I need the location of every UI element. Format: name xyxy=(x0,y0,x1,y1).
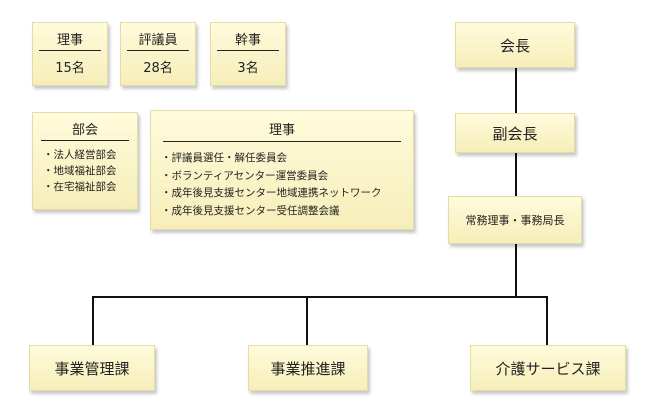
division-label: 介護サービス課 xyxy=(495,359,601,378)
list-item: ・ボランティアセンター運営委員会 xyxy=(161,169,329,182)
count-title: 幹事 xyxy=(234,33,261,48)
chair-box: 会長 xyxy=(455,22,575,68)
connector-bus-division-3 xyxy=(546,296,548,345)
division-box-3: 介護サービス課 xyxy=(470,345,626,391)
riji-list: ・評議員選任・解任委員会 ・ボランティアセンター運営委員会 ・成年後見支援センタ… xyxy=(161,150,382,220)
count-box-kanji: 幹事 3名 xyxy=(210,22,286,86)
count-title: 理事 xyxy=(56,33,83,48)
chair-label: 会長 xyxy=(499,36,530,55)
list-item: ・成年後見支援センター受任調整会議 xyxy=(161,204,340,217)
connector-bus-division-1 xyxy=(92,296,94,345)
count-box-hyogiin: 評議員 28名 xyxy=(120,22,196,86)
divider xyxy=(41,140,129,141)
list-item: ・評議員選任・解任委員会 xyxy=(161,152,287,164)
connector-bus-division-2 xyxy=(306,296,308,345)
count-box-riji: 理事 15名 xyxy=(32,22,108,86)
riji-title: 理事 xyxy=(268,123,295,138)
list-item: ・地域福祉部会 xyxy=(43,165,117,177)
divider xyxy=(127,50,189,51)
list-item: ・成年後見支援センター地域連携ネットワーク xyxy=(161,187,382,199)
vice-chair-label: 副会長 xyxy=(492,124,538,143)
bukai-box: 部会 ・法人経営部会 ・地域福祉部会 ・在宅福祉部会 xyxy=(32,112,138,210)
bukai-list: ・法人経営部会 ・地域福祉部会 ・在宅福祉部会 xyxy=(43,147,117,195)
divider xyxy=(39,50,101,51)
connector-horizontal-bus xyxy=(92,296,548,298)
riji-committees-box: 理事 ・評議員選任・解任委員会 ・ボランティアセンター運営委員会 ・成年後見支援… xyxy=(150,110,414,230)
count-value: 3名 xyxy=(237,61,259,76)
vice-chair-box: 副会長 xyxy=(455,113,575,153)
divider xyxy=(163,141,401,142)
divider xyxy=(217,50,279,51)
bukai-title: 部会 xyxy=(71,123,98,138)
connector-executive-bus xyxy=(515,243,517,297)
count-value: 15名 xyxy=(55,61,85,76)
list-item: ・法人経営部会 xyxy=(43,149,117,161)
count-value: 28名 xyxy=(143,61,173,76)
count-title: 評議員 xyxy=(138,33,178,48)
division-label: 事業推進課 xyxy=(270,359,346,378)
executive-label: 常務理事・事務局長 xyxy=(465,214,565,227)
division-box-2: 事業推進課 xyxy=(248,345,368,391)
connector-vice-executive xyxy=(515,152,517,196)
connector-chair-vice xyxy=(515,68,517,114)
executive-box: 常務理事・事務局長 xyxy=(448,196,582,244)
list-item: ・在宅福祉部会 xyxy=(43,181,117,193)
division-box-1: 事業管理課 xyxy=(29,345,155,391)
division-label: 事業管理課 xyxy=(54,359,130,378)
